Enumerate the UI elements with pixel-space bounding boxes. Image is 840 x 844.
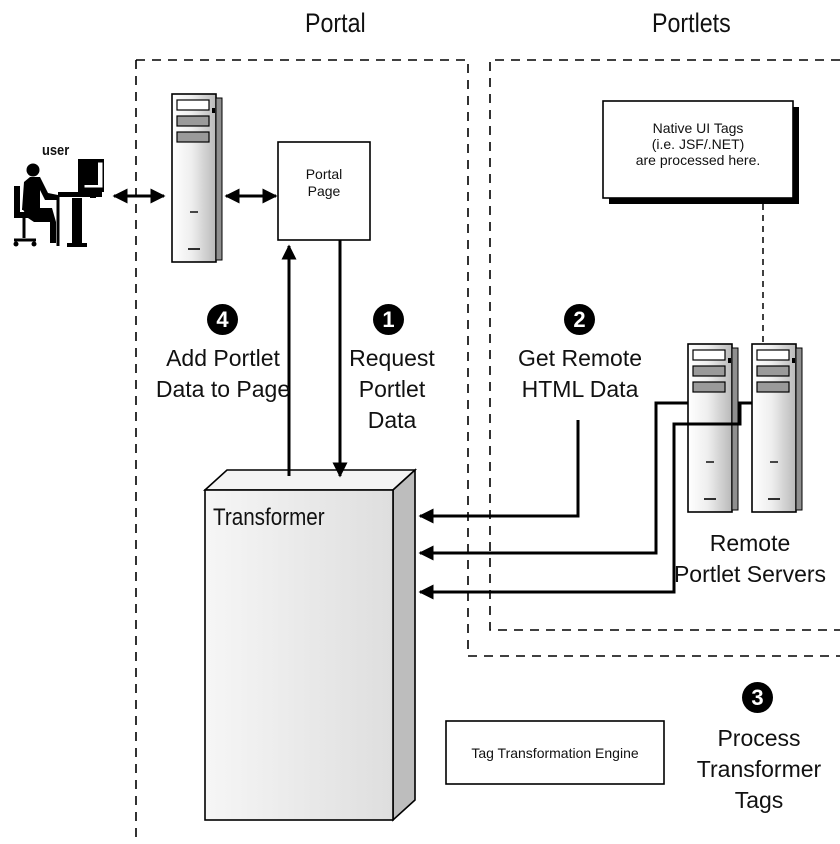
- native-tags-line3: are processed here.: [635, 152, 761, 168]
- step-4-badge: 4: [207, 304, 238, 335]
- portal-header: Portal: [305, 8, 366, 38]
- remote-server-icon-1: [687, 343, 739, 513]
- step-2-badge: 2: [564, 304, 595, 335]
- remote-servers-line1: Remote: [709, 530, 791, 556]
- step-1-line3: Data: [367, 407, 417, 433]
- portlets-header: Portlets: [652, 8, 731, 38]
- remote-servers-label: Remote Portlet Servers: [670, 528, 830, 590]
- tag-engine-label: Tag Transformation Engine: [471, 744, 639, 761]
- step-1-label: Request Portlet Data: [340, 343, 444, 436]
- user-workstation-icon: [13, 159, 104, 247]
- user-label: user: [42, 142, 70, 159]
- step-4-line1: Add Portlet: [166, 345, 280, 371]
- native-tags-box: [602, 100, 794, 199]
- native-tags-line2: (i.e. JSF/.NET): [651, 136, 745, 152]
- portal-page-label: Portal Page: [278, 166, 370, 200]
- tag-engine-box: [445, 720, 665, 785]
- transformer-box: [202, 468, 418, 822]
- portal-page-label-line2: Page: [307, 183, 341, 199]
- step-2-line1: Get Remote: [518, 345, 642, 371]
- portal-page-box: [277, 141, 371, 241]
- remote-servers-line2: Portlet Servers: [673, 561, 827, 587]
- step-1-line1: Request: [349, 345, 435, 371]
- step-3-line3: Tags: [734, 787, 784, 813]
- step-1-badge: 1: [373, 304, 404, 335]
- remote-server-icon-2: [751, 343, 803, 513]
- step-4-label: Add Portlet Data to Page: [150, 343, 296, 405]
- arrow-remote-server-1: [418, 401, 688, 561]
- step-4-line2: Data to Page: [155, 376, 291, 402]
- step-2-label: Get Remote HTML Data: [509, 343, 651, 405]
- transformer-label: Transformer: [213, 504, 325, 531]
- step-3-badge: 3: [742, 682, 773, 713]
- step-3-line2: Transformer: [696, 756, 822, 782]
- step-2-line2: HTML Data: [521, 376, 639, 402]
- step-1-line2: Portlet: [358, 376, 426, 402]
- portal-page-label-line1: Portal: [305, 166, 343, 182]
- portal-server-icon: [171, 93, 223, 263]
- native-tags-label: Native UI Tags (i.e. JSF/.NET) are proce…: [603, 120, 793, 168]
- step-3-label: Process Transformer Tags: [686, 723, 832, 816]
- native-tags-line1: Native UI Tags: [652, 120, 744, 136]
- arrow-remote-server-2: [418, 401, 752, 600]
- step-3-line1: Process: [717, 725, 801, 751]
- arrow-get-remote-html: [418, 420, 580, 524]
- portlets-container-border: [489, 59, 840, 631]
